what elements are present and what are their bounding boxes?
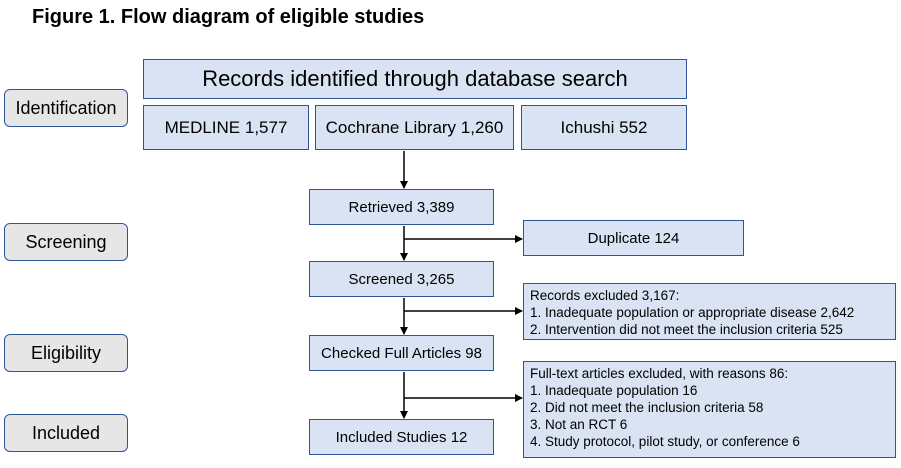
fulltext-excluded-reason: 2. Did not meet the inclusion criteria 5…: [530, 400, 764, 415]
ichushi-box: Ichushi 552: [521, 105, 687, 150]
checked-full-articles-box: Checked Full Articles 98: [309, 335, 494, 371]
figure-title: Figure 1. Flow diagram of eligible studi…: [32, 6, 425, 28]
records-excluded-box: Records excluded 3,167: 1. Inadequate po…: [523, 283, 896, 340]
stage-identification: Identification: [4, 89, 128, 127]
records-excluded-reason: 1. Inadequate population or appropriate …: [530, 305, 855, 320]
fulltext-excluded-reason: 3. Not an RCT 6: [530, 417, 628, 432]
retrieved-box: Retrieved 3,389: [309, 189, 494, 225]
fulltext-excluded-reason: 4. Study protocol, pilot study, or confe…: [530, 434, 800, 449]
stage-eligibility: Eligibility: [4, 334, 128, 372]
cochrane-box: Cochrane Library 1,260: [315, 105, 514, 150]
fulltext-excluded-reason: 1. Inadequate population 16: [530, 383, 698, 398]
medline-box: MEDLINE 1,577: [143, 105, 309, 150]
included-studies-box: Included Studies 12: [309, 419, 494, 455]
stage-included: Included: [4, 414, 128, 452]
stage-screening: Screening: [4, 223, 128, 261]
fulltext-excluded-box: Full-text articles excluded, with reason…: [523, 361, 896, 458]
records-identified-box: Records identified through database sear…: [143, 59, 687, 99]
duplicate-box: Duplicate 124: [523, 220, 744, 256]
fulltext-excluded-heading: Full-text articles excluded, with reason…: [530, 366, 789, 381]
records-excluded-reason: 2. Intervention did not meet the inclusi…: [530, 322, 843, 337]
screened-box: Screened 3,265: [309, 261, 494, 297]
records-excluded-heading: Records excluded 3,167:: [530, 288, 680, 303]
